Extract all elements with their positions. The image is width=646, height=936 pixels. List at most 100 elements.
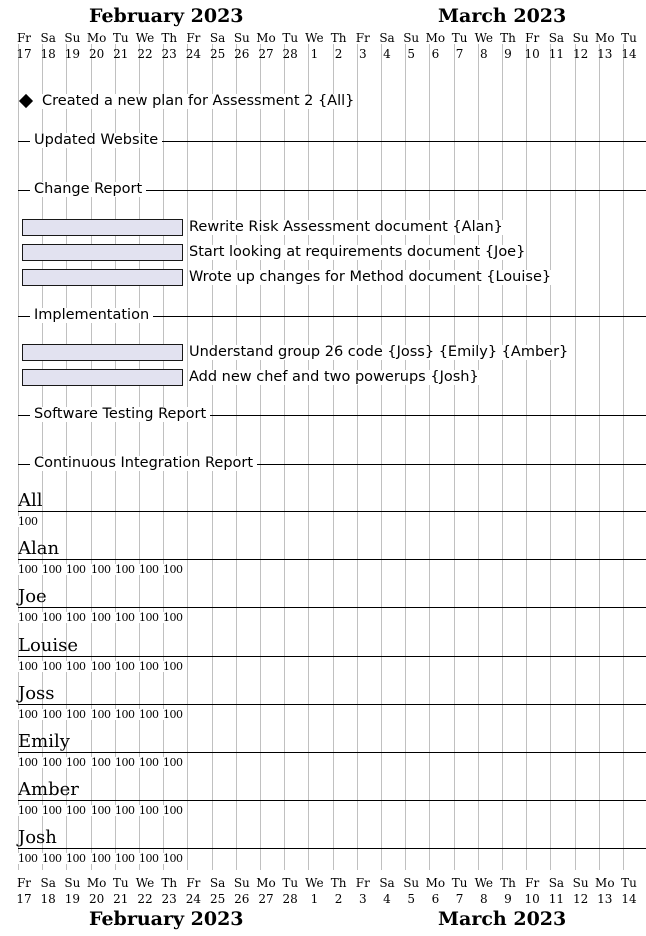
day-number-label: 22 [137,892,153,906]
day-gridline [308,44,309,870]
resource-divider [18,848,646,849]
resource-name: Joe [18,586,47,607]
day-abbr-label: Su [403,31,420,45]
day-number-label: 25 [209,892,226,906]
day-gridline [333,44,334,870]
resource-load-value: 100 [18,563,38,576]
resource-name: Alan [18,538,60,559]
task-bar [22,219,183,236]
day-abbr-label: Su [64,31,81,45]
day-number-label: 22 [137,47,153,61]
resource-load-value: 100 [115,611,135,624]
day-abbr-label: Fr [186,31,201,45]
day-abbr-label: Fr [16,31,32,45]
month-header-march: March 2023 [438,5,567,27]
task-label: Understand group 26 code {Joss} {Emily} … [189,344,569,360]
day-abbr-label: Tu [451,876,468,890]
resource-divider [18,607,646,608]
day-number-label: 17 [16,47,32,61]
day-number-label: 26 [234,892,250,906]
day-number-label: 18 [40,892,56,906]
resource-load-value: 100 [91,756,111,769]
day-number-label: 20 [88,47,105,61]
day-number-label: 5 [407,892,415,906]
day-gridline [526,44,527,870]
day-number-label: 27 [258,47,274,61]
day-abbr-label: Fr [525,31,540,45]
section-label: Continuous Integration Report [30,456,258,471]
day-number-label: 4 [383,47,391,61]
task-label: Rewrite Risk Assessment document {Alan} [189,219,503,235]
resource-load-value: 100 [18,660,38,673]
resource-load-value: 100 [18,804,38,817]
resource-load-value: 100 [163,660,183,673]
day-gridline [284,44,285,870]
task-bar [22,269,183,286]
resource-name: All [18,490,43,511]
section-label: Change Report [30,182,147,197]
day-abbr-label: Mo [256,31,276,45]
resource-load-value: 100 [115,852,135,865]
resource-name: Amber [18,779,79,800]
resource-load-value: 100 [163,852,183,865]
day-abbr-label: Sa [548,876,565,890]
resource-load-value: 100 [163,708,183,721]
day-abbr-label: Tu [451,31,468,45]
resource-load-value: 100 [18,611,38,624]
day-abbr-label: Mo [595,31,615,45]
day-gridline [429,44,430,870]
resource-load-value: 100 [139,611,159,624]
day-number-label: 21 [113,892,129,906]
resource-load-value: 100 [66,756,86,769]
day-number-label: 10 [524,892,540,906]
day-number-label: 25 [209,47,226,61]
resource-load-value: 100 [42,756,62,769]
resource-load-value: 100 [66,660,86,673]
month-header-february: February 2023 [89,5,244,27]
day-abbr-label: Mo [425,876,446,890]
resource-name: Louise [18,635,79,656]
resource-divider [18,559,646,560]
day-abbr-label: We [135,876,155,890]
day-abbr-label: Tu [282,31,299,45]
milestone-diamond-icon [18,93,34,109]
section-label: Software Testing Report [30,407,211,422]
section-divider [18,316,646,317]
section-label: Updated Website [30,133,163,148]
day-abbr-label: Sa [548,31,565,45]
resource-load-value: 100 [42,804,62,817]
resource-load-value: 100 [163,756,183,769]
day-abbr-label: Th [500,876,516,890]
day-number-label: 6 [431,892,440,906]
day-number-label: 12 [572,47,589,61]
section-divider [18,141,646,142]
day-number-label: 27 [258,892,274,906]
day-abbr-label: Fr [355,876,370,890]
resource-load-value: 100 [42,708,62,721]
day-number-label: 13 [597,47,613,61]
resource-load-value: 100 [91,852,111,865]
day-gridline [550,44,551,870]
day-abbr-label: Su [403,876,420,890]
day-number-label: 20 [88,892,105,906]
day-abbr-label: We [305,31,324,45]
resource-load-value: 100 [42,563,62,576]
day-abbr-label: Sa [40,876,56,890]
day-number-label: 1 [310,892,319,906]
day-abbr-label: Sa [379,876,395,890]
resource-load-value: 100 [139,660,159,673]
task-label: Wrote up changes for Method document {Lo… [189,269,552,285]
resource-load-value: 100 [115,804,135,817]
day-number-label: 14 [621,47,637,61]
resource-load-value: 100 [66,708,86,721]
resource-divider [18,800,646,801]
resource-load-value: 100 [91,611,111,624]
resource-name: Joss [18,683,55,704]
day-number-label: 7 [455,47,464,61]
month-footer-march: March 2023 [438,908,567,930]
day-abbr-label: Mo [595,876,615,890]
day-number-label: 3 [358,47,367,61]
task-bar [22,344,183,361]
day-number-label: 3 [358,892,367,906]
